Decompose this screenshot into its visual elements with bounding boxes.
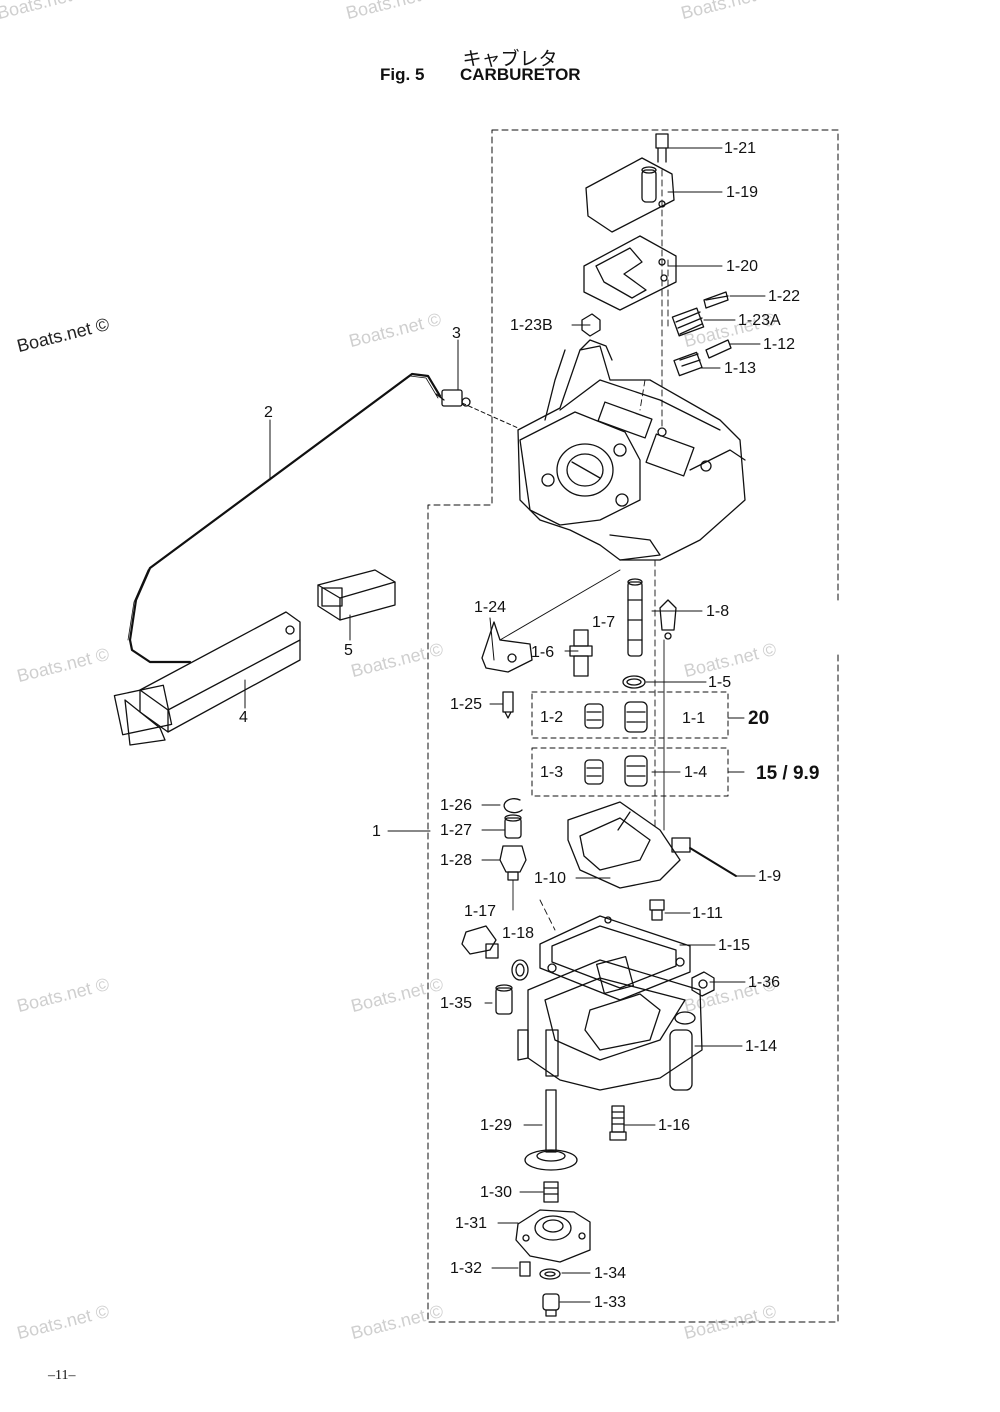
sleeve-1-35 bbox=[495, 984, 513, 1015]
callout-1-24: 1-24 bbox=[474, 599, 507, 616]
callout-1-5: 1-5 bbox=[708, 674, 732, 691]
callout-1-13: 1-13 bbox=[724, 360, 757, 377]
callout-3: 3 bbox=[452, 325, 461, 342]
gasket-1-20 bbox=[583, 235, 677, 311]
diaphragm-rod-1-29 bbox=[524, 1089, 578, 1171]
callout-1-27: 1-27 bbox=[440, 822, 473, 839]
spring-1-13 bbox=[673, 351, 703, 377]
washer-1-34 bbox=[539, 1268, 561, 1280]
clip-1-26 bbox=[503, 798, 523, 814]
callout-1-2: 1-2 bbox=[540, 709, 564, 726]
screw-1-22 bbox=[703, 291, 729, 309]
callout-1-36: 1-36 bbox=[748, 974, 781, 991]
callout-1-8: 1-8 bbox=[706, 603, 730, 620]
screw-1-21 bbox=[655, 133, 669, 163]
jet-1-1 bbox=[624, 701, 648, 733]
assembly-boundary bbox=[427, 129, 839, 1323]
handle-cap bbox=[317, 569, 396, 621]
callout-1-18: 1-18 bbox=[502, 925, 535, 942]
callout-4: 4 bbox=[239, 709, 248, 726]
callout-1-19: 1-19 bbox=[726, 184, 759, 201]
jet-box-20 bbox=[531, 691, 729, 739]
callout-1-23A: 1-23A bbox=[738, 312, 781, 329]
throttle-rod bbox=[128, 372, 442, 664]
callout-1-1: 1-1 bbox=[682, 710, 706, 727]
callout-1-25: 1-25 bbox=[450, 696, 483, 713]
title-japanese: キャブレタ bbox=[462, 48, 558, 70]
callout-1-16: 1-16 bbox=[658, 1117, 691, 1134]
main-jet-1-6 bbox=[569, 629, 593, 677]
callout-1-29: 1-29 bbox=[480, 1117, 513, 1134]
callout-1-17: 1-17 bbox=[464, 903, 497, 920]
screw-1-12 bbox=[705, 339, 732, 359]
guide-lines-solid bbox=[499, 569, 665, 911]
callout-1-10: 1-10 bbox=[534, 870, 567, 887]
jet-1-3 bbox=[584, 759, 604, 785]
callout-1-33: 1-33 bbox=[594, 1294, 627, 1311]
plate-1-19 bbox=[585, 157, 675, 233]
callout-1-34: 1-34 bbox=[594, 1265, 627, 1282]
figure-title: Fig. 5 CARBURETOR bbox=[380, 65, 581, 85]
page-number: –11– bbox=[48, 1368, 76, 1383]
figure-name: CARBURETOR bbox=[460, 65, 581, 84]
callout-model-15-9.9: 15 / 9.9 bbox=[756, 763, 820, 784]
callout-1-35: 1-35 bbox=[440, 995, 473, 1012]
callout-1: 1 bbox=[372, 823, 381, 840]
screw-1-11 bbox=[649, 899, 665, 921]
plug-1-33 bbox=[542, 1293, 560, 1317]
callout-1-22: 1-22 bbox=[768, 288, 801, 305]
callout-1-6: 1-6 bbox=[531, 644, 555, 661]
callout-1-14: 1-14 bbox=[745, 1038, 778, 1055]
callout-1-4: 1-4 bbox=[684, 764, 708, 781]
jet-1-28 bbox=[499, 845, 527, 881]
spring-1-30 bbox=[543, 1181, 559, 1203]
screw-1-32 bbox=[519, 1261, 531, 1277]
nut-1-23B bbox=[581, 313, 601, 337]
needle-valve-1-8 bbox=[659, 599, 677, 640]
carburetor-body bbox=[517, 339, 746, 561]
float-1-10 bbox=[567, 801, 691, 889]
spring-1-23A bbox=[671, 307, 705, 337]
callout-1-26: 1-26 bbox=[440, 797, 473, 814]
emulsion-tube-1-7 bbox=[627, 578, 643, 657]
callout-1-30: 1-30 bbox=[480, 1184, 513, 1201]
float-chamber-gasket-1-15 bbox=[539, 915, 691, 1001]
oring-1-18 bbox=[511, 959, 529, 981]
nut-1-36 bbox=[691, 971, 715, 997]
cover-1-31 bbox=[515, 1209, 591, 1263]
figure-number: Fig. 5 bbox=[380, 65, 425, 84]
callout-1-9: 1-9 bbox=[758, 868, 782, 885]
callout-1-20: 1-20 bbox=[726, 258, 759, 275]
guide-lines bbox=[539, 169, 669, 931]
callout-1-31: 1-31 bbox=[455, 1215, 488, 1232]
cap-1-27 bbox=[504, 814, 522, 839]
callout-1-23B: 1-23B bbox=[510, 317, 553, 334]
callout-1-7: 1-7 bbox=[592, 614, 616, 631]
callout-1-21: 1-21 bbox=[724, 140, 757, 157]
callout-1-12: 1-12 bbox=[763, 336, 796, 353]
callout-1-28: 1-28 bbox=[440, 852, 473, 869]
jet-1-2 bbox=[584, 703, 604, 729]
callout-model-20: 20 bbox=[748, 708, 770, 729]
callout-1-15: 1-15 bbox=[718, 937, 751, 954]
jet-1-4 bbox=[624, 755, 648, 787]
bracket-1-24 bbox=[481, 621, 533, 673]
screw-1-16 bbox=[609, 1105, 627, 1141]
callout-2: 2 bbox=[264, 404, 273, 421]
control-handle bbox=[113, 611, 301, 746]
plug-1-17 bbox=[461, 925, 499, 959]
callout-1-3: 1-3 bbox=[540, 764, 564, 781]
callout-5: 5 bbox=[344, 642, 353, 659]
rod-joint bbox=[435, 389, 471, 407]
pin-1-9 bbox=[689, 847, 737, 877]
oring-1-5 bbox=[622, 675, 646, 689]
float-chamber-1-14 bbox=[517, 955, 703, 1091]
screw-1-25 bbox=[502, 691, 514, 719]
callout-1-32: 1-32 bbox=[450, 1260, 483, 1277]
callout-1-11: 1-11 bbox=[692, 905, 723, 922]
